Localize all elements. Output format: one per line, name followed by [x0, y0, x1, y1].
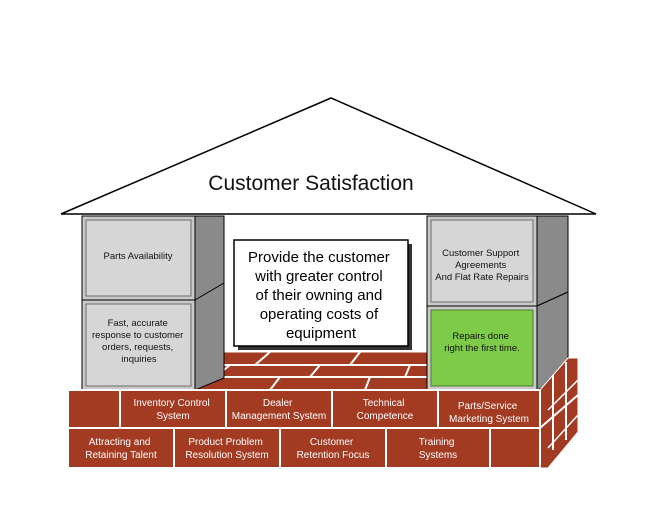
roof-title: Customer Satisfaction	[208, 172, 413, 195]
roof	[60, 97, 597, 215]
brick-inventory-control: Inventory Control System	[134, 398, 213, 422]
highlight-block	[430, 309, 534, 387]
brick-product-problem: Product Problem Resolution System	[185, 437, 268, 461]
foundation-row-2: Attracting and Retaining Talent Product …	[67, 427, 541, 469]
foundation-row-1: Inventory Control System Dealer Manageme…	[67, 389, 541, 429]
right-pillar: Customer Support Agreements And Flat Rat…	[426, 215, 569, 391]
brick-dealer-management: Dealer Management System	[232, 398, 327, 422]
center-box: Provide the customer with greater contro…	[233, 239, 412, 350]
foundation-side	[539, 357, 579, 469]
brick-training-systems: Training Systems	[419, 437, 458, 461]
brick-technical-competence: Technical Competence	[357, 398, 414, 422]
right-top-block-label: Customer Support Agreements And Flat Rat…	[435, 248, 529, 283]
left-bottom-block-label: Fast, accurate response to customer orde…	[92, 318, 186, 365]
brick-parts-service-marketing: Parts/Service Marketing System	[449, 401, 529, 425]
brick-attracting-talent: Attracting and Retaining Talent	[85, 437, 157, 461]
left-top-block-label: Parts Availability	[104, 251, 173, 262]
brick-customer-retention: Customer Retention Focus	[297, 437, 370, 461]
left-pillar: Parts Availability Fast, accurate respon…	[81, 215, 225, 391]
svg-text:Provide the customer wit: Provide the customer with greater contro…	[248, 249, 394, 342]
right-bottom-block-label: Repairs done right the first time.	[444, 331, 520, 354]
